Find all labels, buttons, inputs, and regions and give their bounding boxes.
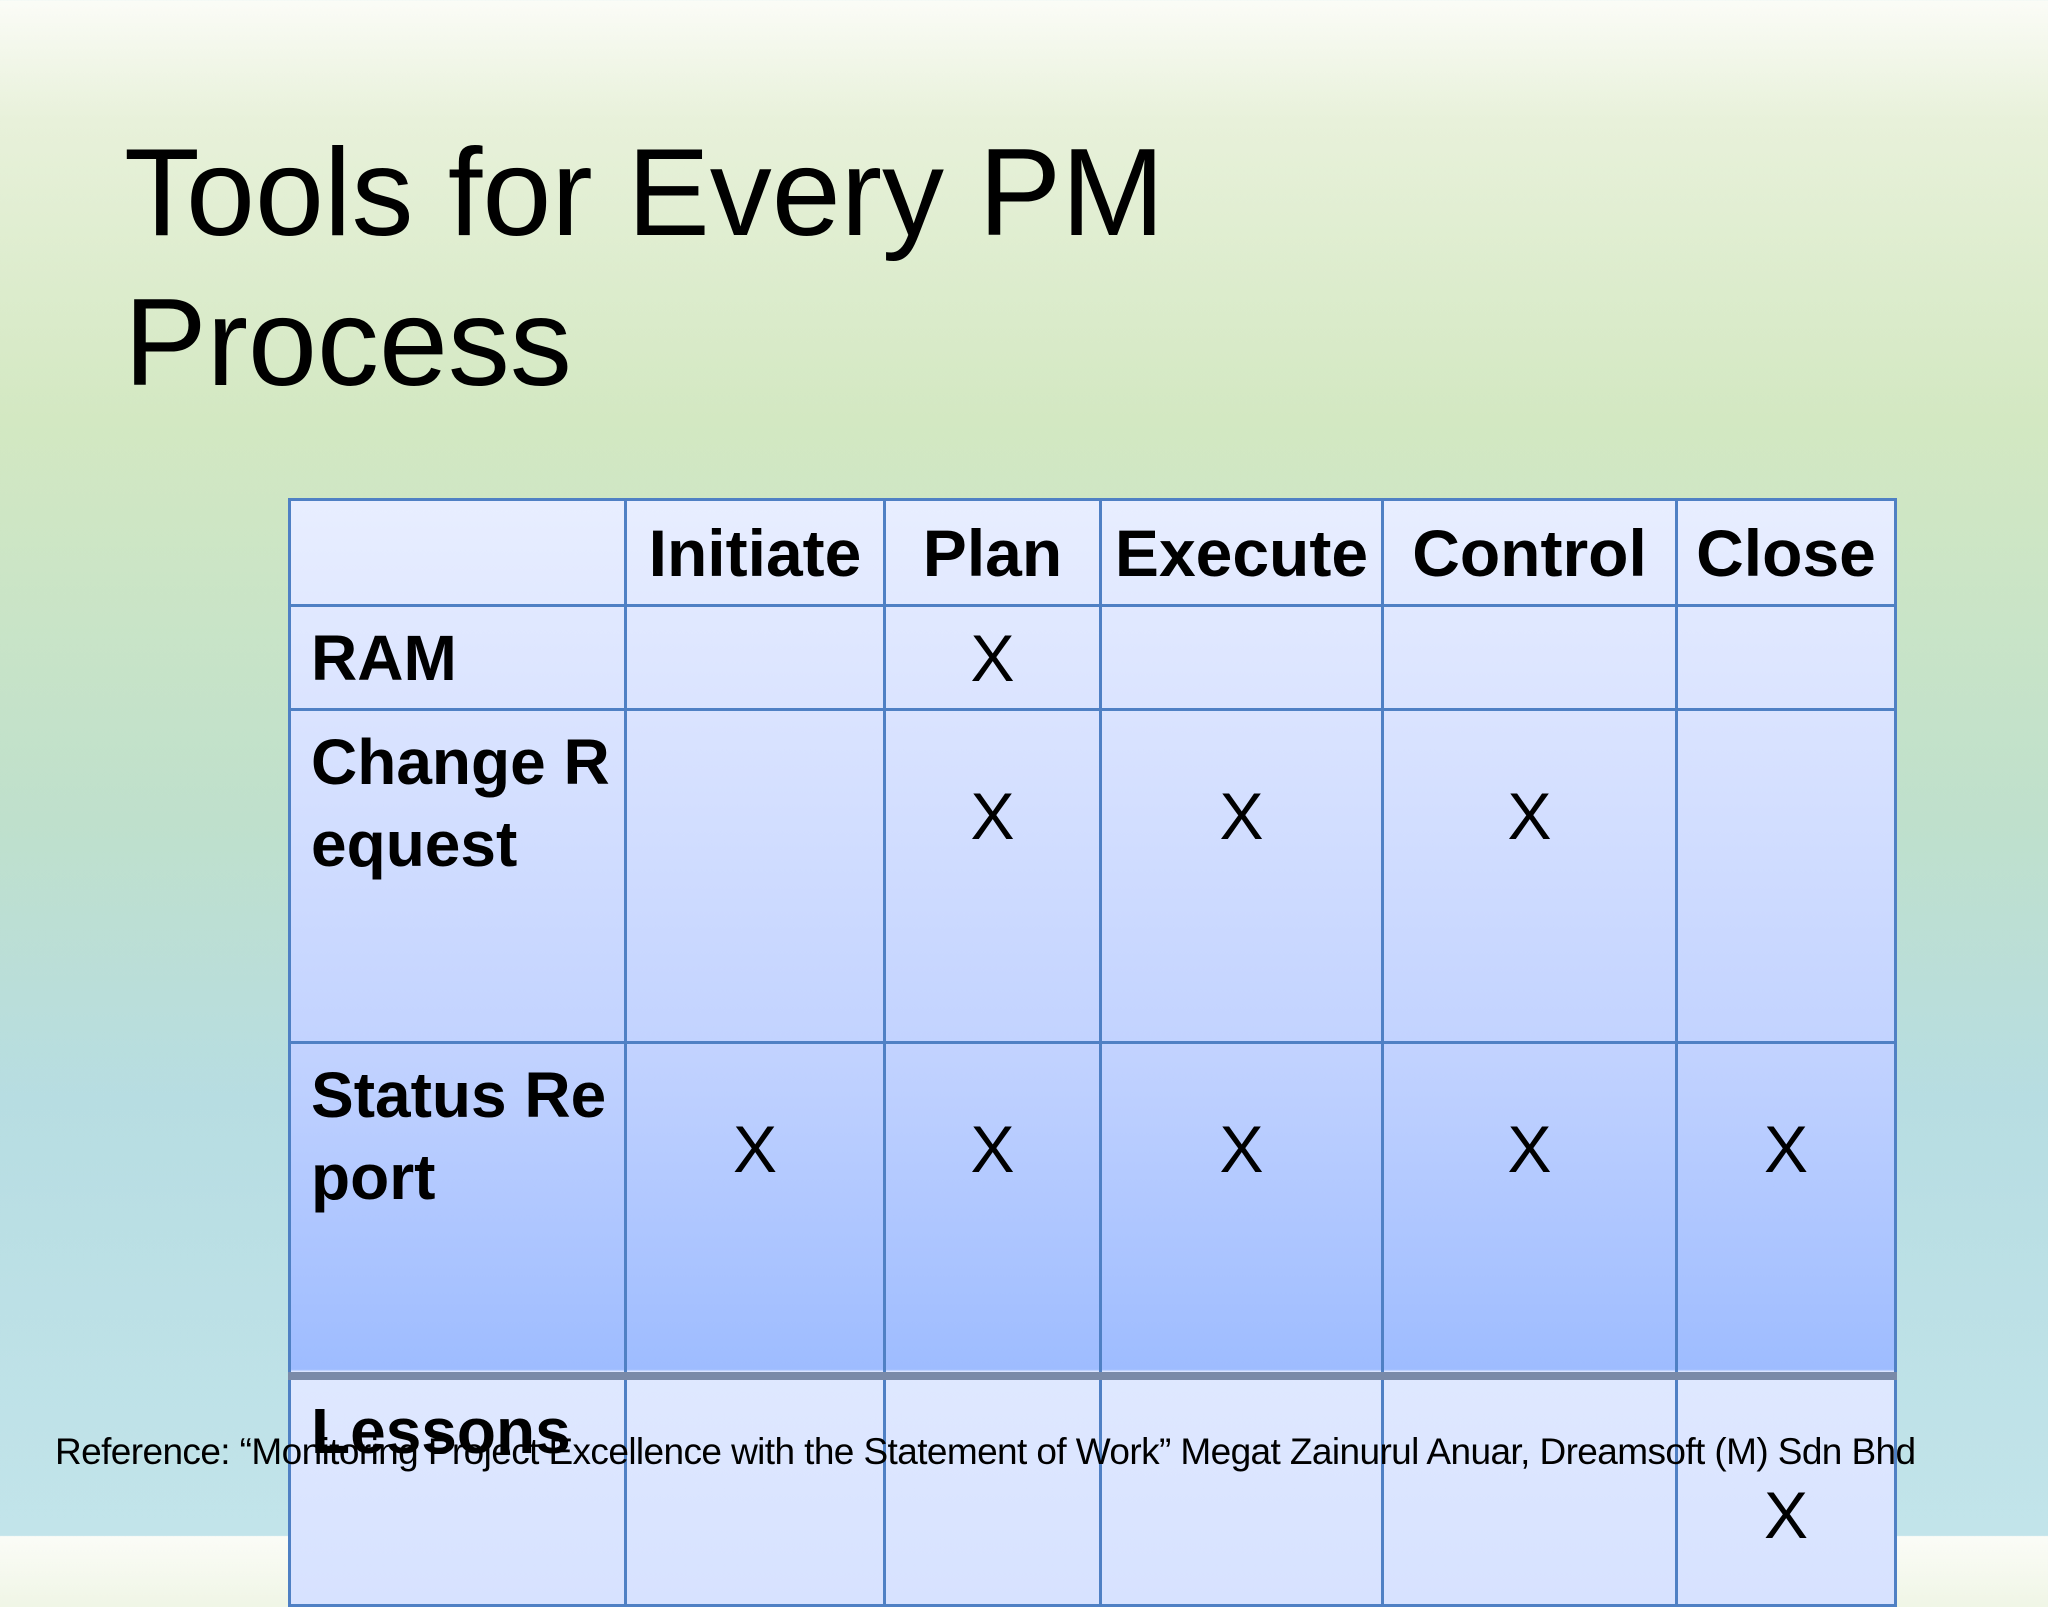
cell-status-execute: X <box>1099 1041 1384 1377</box>
cell-ram-control <box>1381 604 1678 711</box>
row-label-status-report: Status Report <box>288 1041 627 1377</box>
cell-change-close <box>1675 708 1897 1044</box>
table-row-change-request: Change Request X X X <box>288 708 1897 1044</box>
header-execute: Execute <box>1099 498 1384 607</box>
cell-status-close: X <box>1675 1041 1897 1377</box>
cell-ram-close <box>1675 604 1897 711</box>
cell-ram-initiate <box>624 604 886 711</box>
row-label-ram: RAM <box>288 604 627 711</box>
cell-ram-plan: X <box>883 604 1102 711</box>
cell-lessons-initiate <box>624 1371 886 1607</box>
header-corner-cell <box>288 498 627 607</box>
header-control: Control <box>1381 498 1678 607</box>
cell-lessons-control <box>1381 1371 1678 1607</box>
cell-change-control: X <box>1381 708 1678 1044</box>
reference-text: Reference: “Monitoring Project Excellenc… <box>55 1431 1916 1472</box>
cell-lessons-plan <box>883 1371 1102 1607</box>
header-close: Close <box>1675 498 1897 607</box>
cell-change-plan: X <box>883 708 1102 1044</box>
slide-title: Tools for Every PM Process <box>124 124 1165 412</box>
cell-status-control: X <box>1381 1041 1678 1377</box>
cell-lessons-close: X <box>1675 1371 1897 1607</box>
table-row-lessons: Lessons X <box>288 1371 1897 1607</box>
row-label-change-request: Change Request <box>288 708 627 1044</box>
table-row-status-report: Status Report X X X X X <box>288 1041 1897 1377</box>
cell-lessons-execute <box>1099 1371 1384 1607</box>
cell-status-initiate: X <box>624 1041 886 1377</box>
table-header-row: Initiate Plan Execute Control Close <box>288 498 1897 607</box>
header-initiate: Initiate <box>624 498 886 607</box>
cell-status-plan: X <box>883 1041 1102 1377</box>
cell-change-initiate <box>624 708 886 1044</box>
cell-ram-execute <box>1099 604 1384 711</box>
row-label-lessons: Lessons <box>288 1371 627 1607</box>
cell-change-execute: X <box>1099 708 1384 1044</box>
table-row-ram: RAM X <box>288 604 1897 711</box>
header-plan: Plan <box>883 498 1102 607</box>
